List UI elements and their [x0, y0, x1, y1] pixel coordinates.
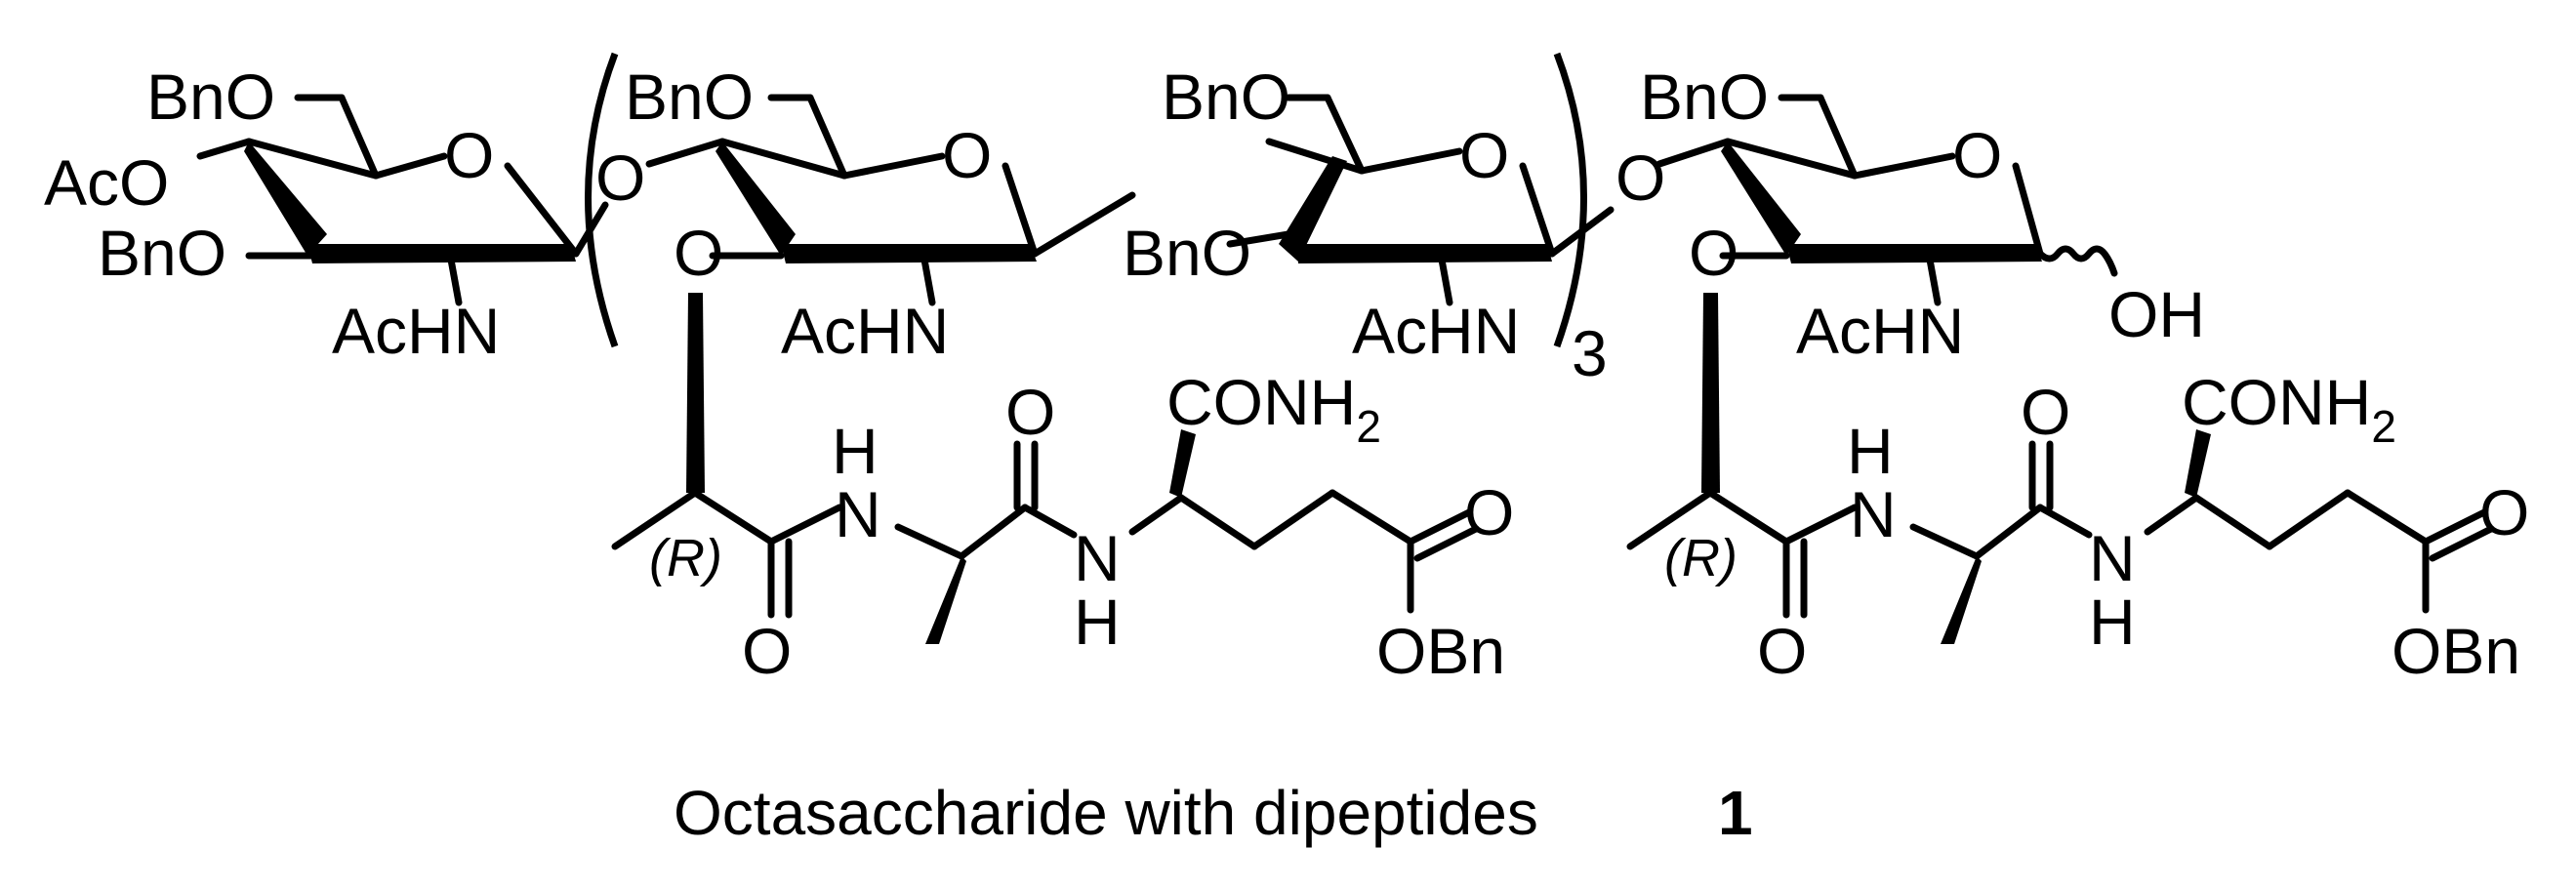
wavy-anomeric-bond	[2036, 245, 2118, 277]
sugar-ring-3	[1226, 94, 1615, 306]
caption-text: Octasaccharide with dipeptides	[674, 778, 1538, 848]
conh2-label-2: CONH2	[2182, 366, 2396, 452]
oh-label-ring4: OH	[2108, 278, 2205, 350]
amide-o-label-1b: O	[1005, 376, 1055, 448]
obn-label-2: OBn	[2392, 615, 2520, 687]
nh-h-label-2b: H	[2089, 586, 2136, 658]
nh-h-label-1b: H	[1074, 586, 1121, 658]
achn-label-ring4: AcHN	[1796, 295, 1964, 367]
amide-o-label-1a: O	[742, 615, 792, 687]
r-stereo-label-1: (R)	[649, 529, 722, 587]
obn-label-1: OBn	[1376, 615, 1505, 687]
ether-o-label-ring2: O	[674, 217, 723, 289]
bno-label-ring4-c6: BnO	[1640, 61, 1769, 133]
ester-o-label-2: O	[2479, 476, 2529, 548]
repeat-paren-left	[585, 52, 619, 348]
amide-o-label-2b: O	[2021, 376, 2070, 448]
compound-number: 1	[1718, 778, 1753, 848]
achn-label-ring3: AcHN	[1352, 295, 1520, 367]
sugar-ring-2	[611, 94, 1480, 644]
bno-label-ring3-c3: BnO	[1123, 217, 1251, 289]
nh-n-label-2a: N	[1850, 478, 1897, 550]
conh2-sub-1: 2	[1356, 401, 1381, 452]
nh-n-label-1b: N	[1074, 522, 1121, 594]
bno-label-ring1-c6: BnO	[146, 61, 275, 133]
sugar-ring-4	[1626, 94, 2495, 644]
bno-label-ring1-c3: BnO	[98, 217, 226, 289]
glycosidic-o-2: O	[1615, 141, 1665, 214]
aco-label-ring1: AcO	[44, 146, 169, 219]
r-stereo-label-2: (R)	[1664, 529, 1738, 587]
ester-o-label-1: O	[1464, 476, 1514, 548]
bno-label-ring2-c6: BnO	[625, 61, 754, 133]
achn-label-ring2: AcHN	[781, 295, 949, 367]
ring-o-label-ring1: O	[444, 119, 494, 191]
ring-o-label-ring2: O	[942, 119, 992, 191]
conh2-label-1: CONH2	[1166, 366, 1381, 452]
conh2-sub-2: 2	[2371, 401, 2396, 452]
nh-h-label-2a: H	[1847, 415, 1894, 487]
conh2-text-2: CONH	[2182, 366, 2371, 438]
amide-o-label-2a: O	[1757, 615, 1807, 687]
bno-label-ring3-c6: BnO	[1162, 61, 1290, 133]
nh-h-label-1a: H	[832, 415, 879, 487]
achn-label-ring1: AcHN	[332, 295, 500, 367]
nh-n-label-1a: N	[835, 478, 881, 550]
ring-o-label-ring3: O	[1459, 119, 1509, 191]
conh2-text-1: CONH	[1166, 366, 1356, 438]
ring-o-label-ring4: O	[1952, 119, 2002, 191]
ether-o-label-ring4: O	[1689, 217, 1738, 289]
glycosidic-o-1: O	[595, 141, 645, 214]
repeat-count: 3	[1572, 317, 1608, 389]
repeat-paren-right	[1553, 52, 1587, 348]
nh-n-label-2b: N	[2089, 522, 2136, 594]
